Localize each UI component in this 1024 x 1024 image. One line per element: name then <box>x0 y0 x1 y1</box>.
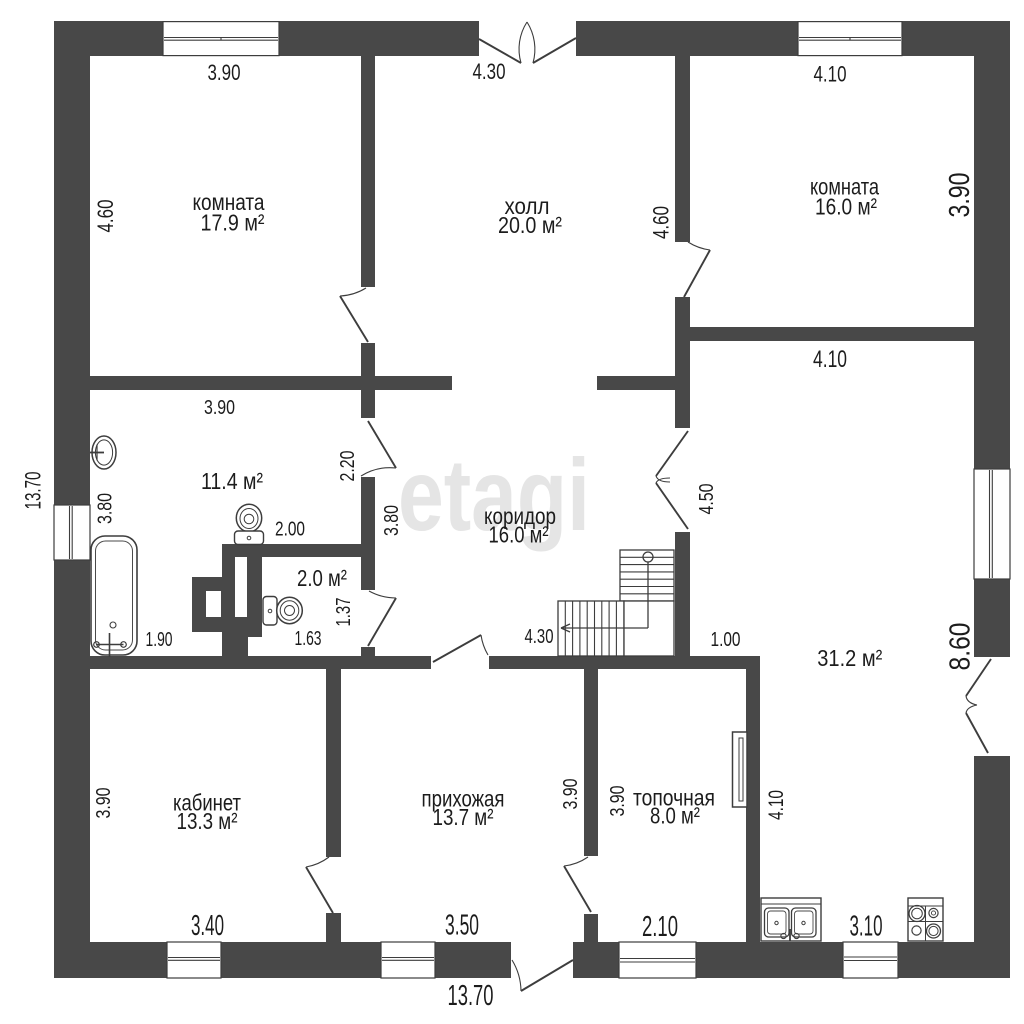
svg-text:13.7 м²: 13.7 м² <box>433 804 494 830</box>
svg-text:4.30: 4.30 <box>473 59 506 84</box>
svg-text:холл: холл <box>505 193 550 219</box>
svg-text:комната: комната <box>810 174 879 200</box>
svg-text:3.90: 3.90 <box>204 397 235 419</box>
svg-text:3.90: 3.90 <box>208 60 241 85</box>
svg-text:топочная: топочная <box>633 785 715 811</box>
svg-text:4.50: 4.50 <box>696 484 718 515</box>
svg-text:3.10: 3.10 <box>850 911 883 943</box>
svg-text:8.0 м²: 8.0 м² <box>650 803 700 829</box>
svg-text:17.9 м²: 17.9 м² <box>201 210 265 236</box>
svg-text:комната: комната <box>193 189 265 215</box>
svg-text:3.80: 3.80 <box>381 505 403 536</box>
svg-text:4.10: 4.10 <box>765 790 788 820</box>
svg-text:коридор: коридор <box>484 503 556 529</box>
svg-text:3.40: 3.40 <box>191 910 224 942</box>
svg-text:4.10: 4.10 <box>814 62 847 87</box>
svg-text:3.50: 3.50 <box>445 910 479 942</box>
svg-text:2.0 м²: 2.0 м² <box>297 565 347 591</box>
svg-text:16.0 м²: 16.0 м² <box>815 194 877 220</box>
svg-text:3.90: 3.90 <box>607 786 629 817</box>
svg-text:4.60: 4.60 <box>93 200 118 233</box>
svg-text:1.00: 1.00 <box>711 629 741 651</box>
svg-text:кабинет: кабинет <box>173 790 241 816</box>
svg-text:2.20: 2.20 <box>337 451 359 482</box>
svg-text:4.60: 4.60 <box>649 206 674 239</box>
svg-text:1.63: 1.63 <box>295 628 322 650</box>
svg-text:4.10: 4.10 <box>813 346 847 373</box>
svg-text:16.0 м²: 16.0 м² <box>489 522 549 548</box>
svg-text:3.90: 3.90 <box>944 173 976 218</box>
svg-text:31.2 м²: 31.2 м² <box>817 645 882 671</box>
svg-text:2.10: 2.10 <box>642 911 678 943</box>
svg-text:прихожая: прихожая <box>422 786 505 812</box>
svg-text:11.4 м²: 11.4 м² <box>201 468 263 494</box>
svg-text:8.60: 8.60 <box>945 623 977 671</box>
svg-text:13.70: 13.70 <box>448 980 494 1012</box>
svg-text:3.90: 3.90 <box>93 788 115 819</box>
svg-text:13.3 м²: 13.3 м² <box>177 808 238 834</box>
svg-text:2.00: 2.00 <box>275 519 305 541</box>
svg-text:3.80: 3.80 <box>95 493 117 524</box>
svg-text:1.37: 1.37 <box>333 598 355 627</box>
svg-text:20.0 м²: 20.0 м² <box>498 212 562 238</box>
svg-text:1.90: 1.90 <box>146 629 173 651</box>
svg-text:4.30: 4.30 <box>525 626 554 648</box>
svg-text:etagi: etagi <box>398 438 590 552</box>
svg-text:13.70: 13.70 <box>21 472 46 510</box>
svg-text:3.90: 3.90 <box>560 779 582 810</box>
